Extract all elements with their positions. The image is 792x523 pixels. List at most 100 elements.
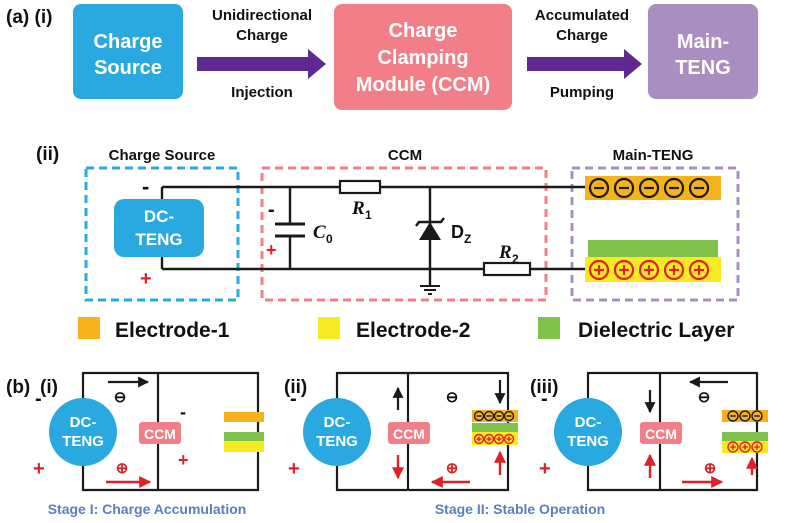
b2-pos-3 [493,433,505,445]
zener-diode-icon [419,222,441,240]
charge-source-dashed-box [84,166,240,302]
b2-electrode2-charges [473,433,515,445]
legend-dielectric-swatch [538,317,560,339]
b2-electrode1-charges [473,410,515,422]
electrode1-charges [588,177,710,199]
panel-a-label: (a) (i) [6,7,52,28]
arrow2-label-line2: Charge [556,27,608,44]
dz-sub: Z [464,232,471,246]
main-teng-dashed-box [570,166,740,302]
r1-resistor [338,179,382,195]
electrode2-charges [588,259,710,281]
pos-charge-1 [588,259,610,281]
legend-electrode1-swatch [78,317,100,339]
neg-charge-5 [688,177,710,199]
ccm-line1: Charge [389,20,458,42]
b1-dielectric [224,432,264,441]
main-teng-title: Main-TENG [613,147,694,164]
legend-dielectric-label: Dielectric Layer [578,319,734,342]
r1-label: R [351,198,365,219]
b3-pos-2 [739,441,751,453]
ground-icon [420,285,440,295]
b3-dcteng-plus: + [539,458,551,480]
arrow1-label-bottom: Injection [231,84,293,101]
legend-electrode1-label: Electrode-1 [115,319,230,342]
pos-charge-4 [663,259,685,281]
dcteng-box [114,199,204,257]
b3-dcteng-line1: DC- [575,414,602,431]
ccm-title: CCM [388,147,422,164]
main-teng-line1: Main- [677,31,729,53]
b3-ccm-label: CCM [645,426,677,442]
b2-neg-2 [483,410,495,422]
pos-charge-2 [613,259,635,281]
dcteng-line1: DC- [144,207,174,226]
c0-minus: - [268,199,275,221]
b2-ccm-label: CCM [393,426,425,442]
b3-label: (iii) [530,377,559,398]
b3-pos-3 [751,441,763,453]
b3-dielectric [722,432,768,441]
main-teng-dielectric [588,240,718,257]
r2-resistor [482,261,532,277]
b1-ccm-minus: - [180,402,186,422]
b2-neg-charge: ⊖ [446,389,459,406]
stage1-caption: Stage I: Charge Accumulation [48,501,247,517]
b1-pos-charge: ⊕ [116,460,129,477]
neg-charge-3 [638,177,660,199]
dz-label: D [451,222,464,242]
legend-electrode2-label: Electrode-2 [356,319,470,342]
neg-charge-4 [663,177,685,199]
b2-dcteng-circle [303,398,371,466]
b1-dcteng-line2: TENG [62,433,104,450]
b3-ccm-box [640,422,682,444]
b2-dcteng-line1: DC- [324,414,351,431]
b1-electrode2 [224,441,264,452]
neg-charge-2 [613,177,635,199]
arrow2-label-line1: Accumulated [535,7,629,24]
b3-neg-1 [727,410,739,422]
b2-pos-charge: ⊕ [446,460,459,477]
b3-neg-2 [739,410,751,422]
b2-neg-1 [473,410,485,422]
b1-neg-charge: ⊖ [114,389,127,406]
pos-charge-3 [638,259,660,281]
r1-sub: 1 [365,208,372,222]
b1-ccm-label: CCM [144,426,176,442]
b2-dcteng-line2: TENG [316,433,358,450]
b2-pos-4 [503,433,515,445]
panel-b-label: (b) [6,377,30,398]
ccm-box [334,4,512,110]
b3-pos-1 [727,441,739,453]
b2-dielectric [472,423,518,432]
r2-label: R [498,242,512,263]
c0-label: C [313,222,326,243]
stage2-caption: Stage II: Stable Operation [435,501,605,517]
b3-dcteng-minus: - [541,388,548,410]
dcteng-line2: TENG [135,230,182,249]
charge-source-line2: Source [94,57,162,79]
charge-source-title: Charge Source [109,147,216,164]
panel-a2-label: (ii) [36,144,59,165]
main-teng-box [648,4,758,99]
b3-dcteng-circle [554,398,622,466]
b3-neg-charge: ⊖ [698,389,711,406]
zener-bar [415,217,445,227]
legend-electrode2-swatch [318,317,340,339]
b3-dcteng-line2: TENG [567,433,609,450]
b3-electrode2-charges [727,441,763,453]
b2-neg-3 [493,410,505,422]
charge-source-line1: Charge [94,31,163,53]
neg-charge-1 [588,177,610,199]
dcteng-minus: - [142,174,149,199]
b1-dcteng-line1: DC- [70,414,97,431]
b1-dcteng-circle [49,398,117,466]
ccm-line2: Clamping [377,47,468,69]
b2-dcteng-plus: + [288,458,300,480]
b2-dcteng-minus: - [290,388,297,410]
charge-source-box [73,4,183,99]
arrow1-label-line2: Charge [236,27,288,44]
c0-sub: 0 [326,232,333,246]
circuit-wires [160,185,585,286]
